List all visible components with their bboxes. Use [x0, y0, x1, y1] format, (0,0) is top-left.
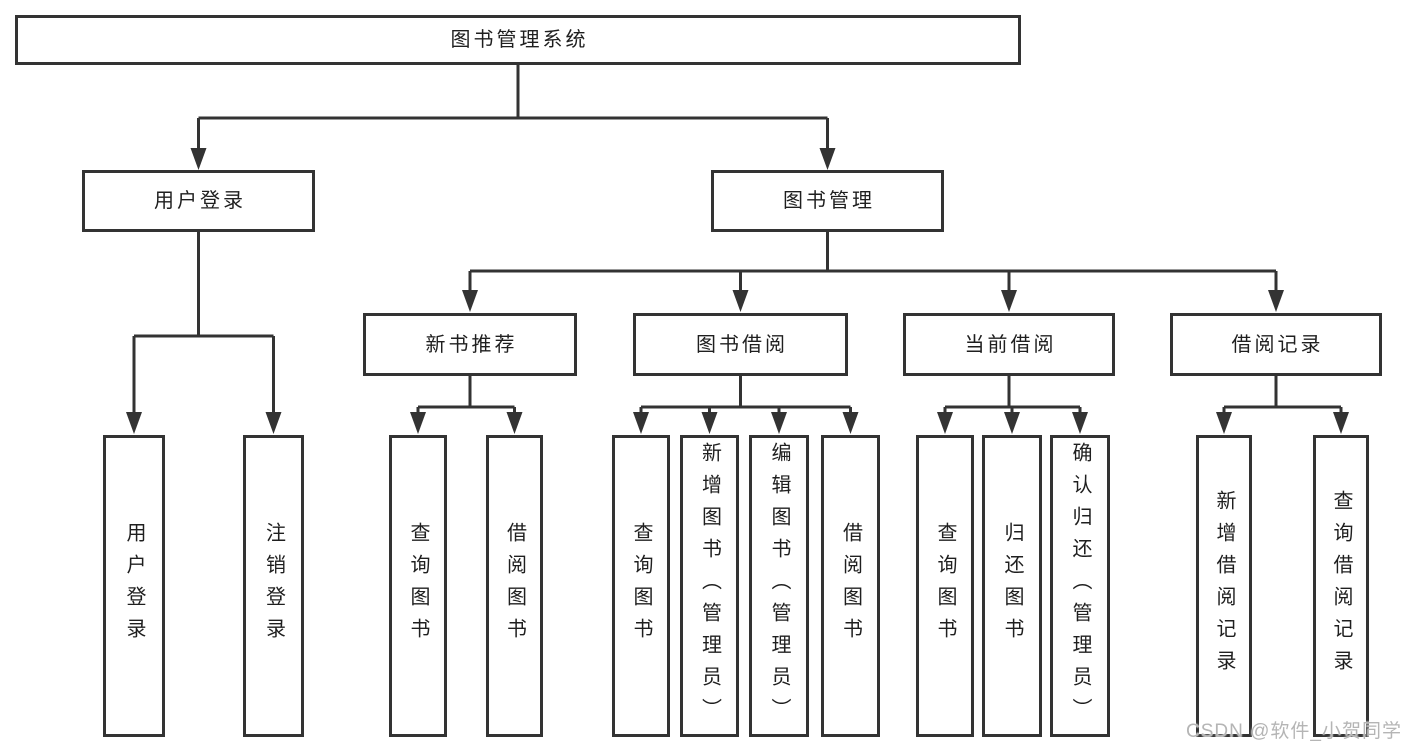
node-label: 新增图书（管理员）	[698, 442, 721, 730]
node-label: 归还图书	[1001, 522, 1023, 650]
node-label: 借阅记录	[1231, 333, 1324, 356]
node-book-borrowing: 图书借阅	[633, 313, 848, 376]
node-label: 图书借阅	[696, 333, 788, 356]
leaf-user-login: 用户登录	[103, 435, 165, 737]
node-label: 查询图书	[934, 522, 956, 650]
leaf-edit-books-admin: 编辑图书（管理员）	[749, 435, 809, 737]
node-label: 注销登录	[262, 522, 285, 650]
leaf-borrow-books-borrowing: 借阅图书	[821, 435, 880, 737]
watermark: CSDN @软件_小贺同学	[1186, 721, 1402, 742]
node-label: 图书管理系统	[450, 29, 589, 51]
leaf-logout-login: 注销登录	[243, 435, 304, 737]
node-label: 查询图书	[407, 522, 429, 650]
leaf-return-books: 归还图书	[982, 435, 1042, 737]
node-label: 确认归还（管理员）	[1069, 442, 1091, 730]
node-current-borrowing: 当前借阅	[903, 313, 1115, 376]
node-borrowing-records: 借阅记录	[1170, 313, 1382, 376]
node-label: 查询图书	[630, 522, 652, 650]
leaf-query-borrow-record: 查询借阅记录	[1313, 435, 1369, 737]
leaf-add-borrow-record: 新增借阅记录	[1196, 435, 1252, 737]
leaf-query-books-recommend: 查询图书	[389, 435, 447, 737]
leaf-confirm-return-admin: 确认归还（管理员）	[1050, 435, 1110, 737]
node-label: 用户登录	[123, 522, 145, 650]
node-label: 当前借阅	[964, 333, 1057, 356]
node-label: 借阅图书	[503, 522, 526, 650]
node-label: 用户登录	[154, 190, 246, 212]
leaf-add-books-admin: 新增图书（管理员）	[680, 435, 739, 737]
node-book-management: 图书管理	[711, 170, 944, 232]
node-user-login: 用户登录	[82, 170, 315, 232]
node-label: 借阅图书	[839, 522, 862, 650]
node-label: 图书管理	[783, 190, 875, 212]
node-library-system: 图书管理系统	[15, 15, 1021, 65]
node-label: 新书推荐	[425, 333, 518, 356]
leaf-query-books-current: 查询图书	[916, 435, 974, 737]
node-label: 查询借阅记录	[1330, 490, 1352, 682]
node-label: 新增借阅记录	[1213, 490, 1235, 682]
leaf-borrow-books-recommend: 借阅图书	[486, 435, 543, 737]
node-new-book-recommend: 新书推荐	[363, 313, 577, 376]
leaf-query-books-borrowing: 查询图书	[612, 435, 670, 737]
node-label: 编辑图书（管理员）	[768, 442, 790, 730]
